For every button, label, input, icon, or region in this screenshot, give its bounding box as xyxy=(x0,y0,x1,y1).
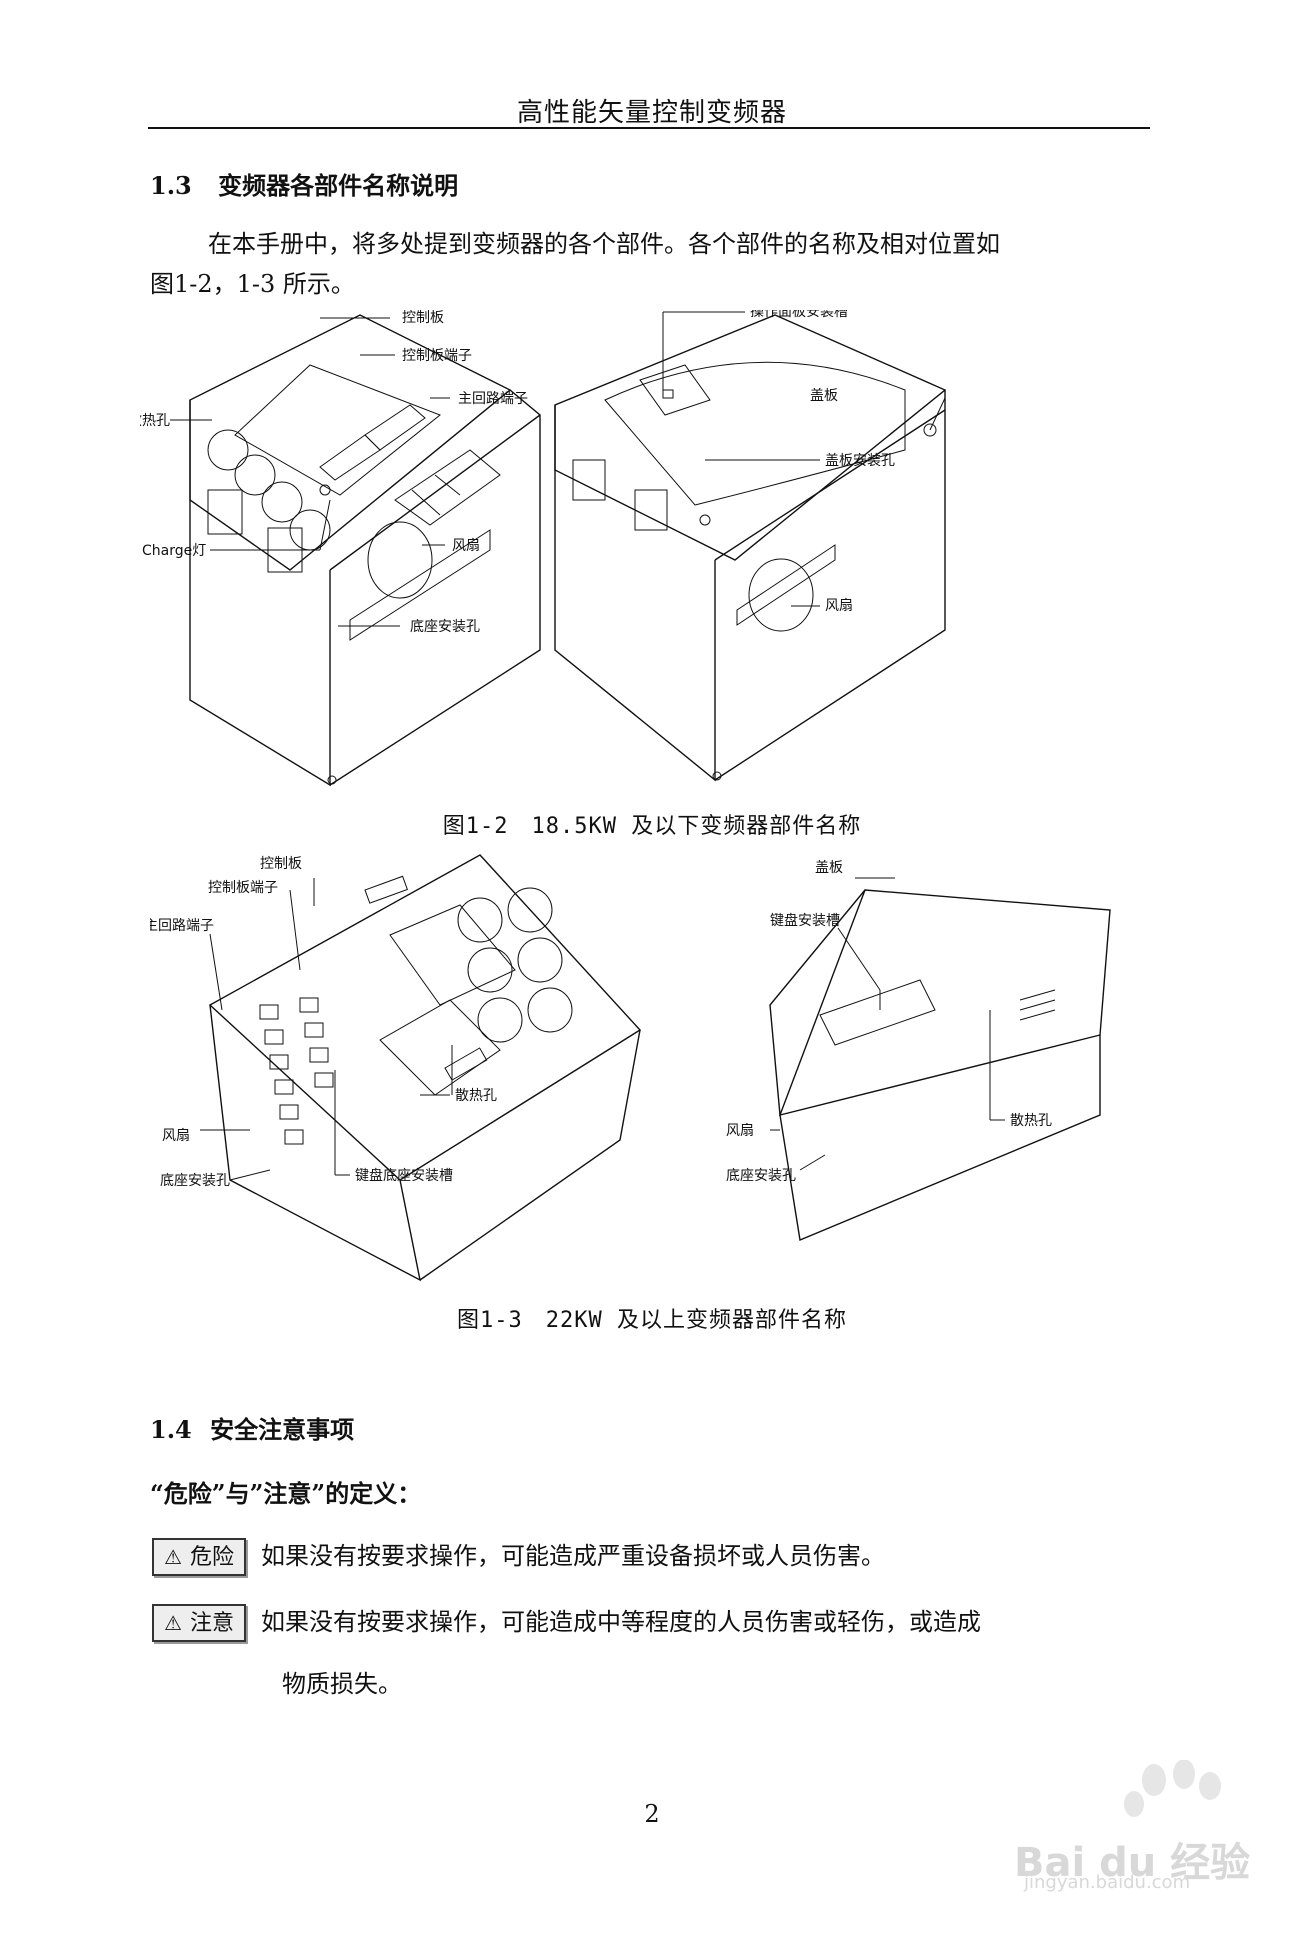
label-fan-2: 风扇 xyxy=(162,1128,190,1144)
label-fan-right: 风扇 xyxy=(825,598,853,614)
label-panel-slot: 操作面板安装槽 xyxy=(750,310,848,320)
label-fan-3: 风扇 xyxy=(726,1123,754,1139)
figure-1-2-caption: 图1-2 18.5KW 及以下变频器部件名称 xyxy=(442,814,862,839)
figure-1-2-diagram: 控制板 控制板端子 主回路端子 散热孔 Charge灯 风扇 底座安装孔 xyxy=(140,310,947,787)
warning-triangle-icon: ⚠ xyxy=(164,1545,182,1569)
figure-1-3-right-unit: 盖板 键盘安装槽 风扇 散热孔 底座安装孔 xyxy=(726,860,1111,1241)
label-main-terminal-2: 主回路端子 xyxy=(150,918,214,934)
section-1-4-heading: 1.4 安全注意事项 xyxy=(150,1410,354,1445)
paw-logo-icon xyxy=(1124,1759,1221,1817)
label-base-hole-2: 底座安装孔 xyxy=(160,1173,230,1189)
danger-text: 如果没有按要求操作，可能造成严重设备损坏或人员伤害。 xyxy=(261,1542,886,1570)
caution-badge: ⚠注意 xyxy=(152,1604,246,1642)
figure-1-3-caption: 图1-3 22KW 及以上变频器部件名称 xyxy=(457,1308,847,1333)
label-cover-2: 盖板 xyxy=(815,860,843,876)
section-1-3-paragraph: 在本手册中，将多处提到变频器的各个部件。各个部件的名称及相对位置如 图1-2，1… xyxy=(150,224,1160,304)
label-keypad-slot: 键盘安装槽 xyxy=(770,912,840,929)
label-base-hole-3: 底座安装孔 xyxy=(726,1168,796,1184)
figure-1-2-right-unit: 操作面板安装槽 盖板 盖板安装孔 风扇 xyxy=(554,310,947,782)
label-fan: 风扇 xyxy=(452,538,480,554)
section-title: 安全注意事项 xyxy=(210,1415,355,1444)
watermark-url: jingyan.baidu.com xyxy=(1024,1872,1191,1893)
label-control-terminal: 控制板端子 xyxy=(402,348,472,364)
section-1-3-heading: 1.3 变频器各部件名称说明 xyxy=(150,166,458,201)
watermark-brand: Bai du 经验 xyxy=(1014,1840,1251,1886)
running-header: 高性能矢量控制变频器 xyxy=(516,98,787,128)
baidu-watermark: Bai du 经验 jingyan.baidu.com xyxy=(1014,1759,1264,1893)
caution-text: 如果没有按要求操作，可能造成中等程度的人员伤害或轻伤，或造成 xyxy=(261,1608,982,1636)
definition-heading: “危险”与”注意”的定义： xyxy=(150,1479,422,1508)
label-charge-lamp: Charge灯 xyxy=(142,543,206,559)
header-rule xyxy=(148,127,1150,129)
section-number: 1.4 xyxy=(150,1415,192,1444)
danger-badge: ⚠危险 xyxy=(152,1538,246,1576)
caution-text-cont: 物质损失。 xyxy=(282,1670,402,1698)
label-heat-vent-2: 散热孔 xyxy=(455,1088,497,1104)
warning-triangle-icon: ⚠ xyxy=(164,1611,182,1635)
label-heat-vent: 散热孔 xyxy=(140,413,170,429)
label-control-board: 控制板 xyxy=(402,310,444,326)
section-number: 1.3 xyxy=(150,171,192,200)
label-cover-hole: 盖板安装孔 xyxy=(825,453,895,469)
label-cover: 盖板 xyxy=(810,388,838,404)
paragraph-line: 在本手册中，将多处提到变频器的各个部件。各个部件的名称及相对位置如 xyxy=(208,230,1000,258)
label-keypad-base-slot: 键盘底座安装槽 xyxy=(355,1167,453,1184)
figure-1-2-left-unit: 控制板 控制板端子 主回路端子 散热孔 Charge灯 风扇 底座安装孔 xyxy=(140,310,541,787)
label-control-board-2: 控制板 xyxy=(260,856,302,872)
paragraph-line: 图1-2，1-3 所示。 xyxy=(150,270,355,298)
label-control-terminal-2: 控制板端子 xyxy=(208,880,278,896)
label-heat-vent-3: 散热孔 xyxy=(1010,1113,1052,1129)
label-base-hole: 底座安装孔 xyxy=(410,619,480,635)
figure-1-3-left-unit: 控制板 控制板端子 主回路端子 散热孔 风扇 底座安装孔 键盘底座安装槽 xyxy=(150,854,642,1282)
figure-1-3-diagram: 控制板 控制板端子 主回路端子 散热孔 风扇 底座安装孔 键盘底座安装槽 盖板 … xyxy=(150,854,1111,1282)
label-main-terminal: 主回路端子 xyxy=(458,391,528,407)
caution-row: ⚠注意 如果没有按要求操作，可能造成中等程度的人员伤害或轻伤，或造成 物质损失。 xyxy=(152,1602,1162,1704)
section-title: 变频器各部件名称说明 xyxy=(218,171,459,200)
danger-row: ⚠危险 如果没有按要求操作，可能造成严重设备损坏或人员伤害。 xyxy=(152,1536,885,1576)
page-number: 2 xyxy=(644,1800,660,1828)
